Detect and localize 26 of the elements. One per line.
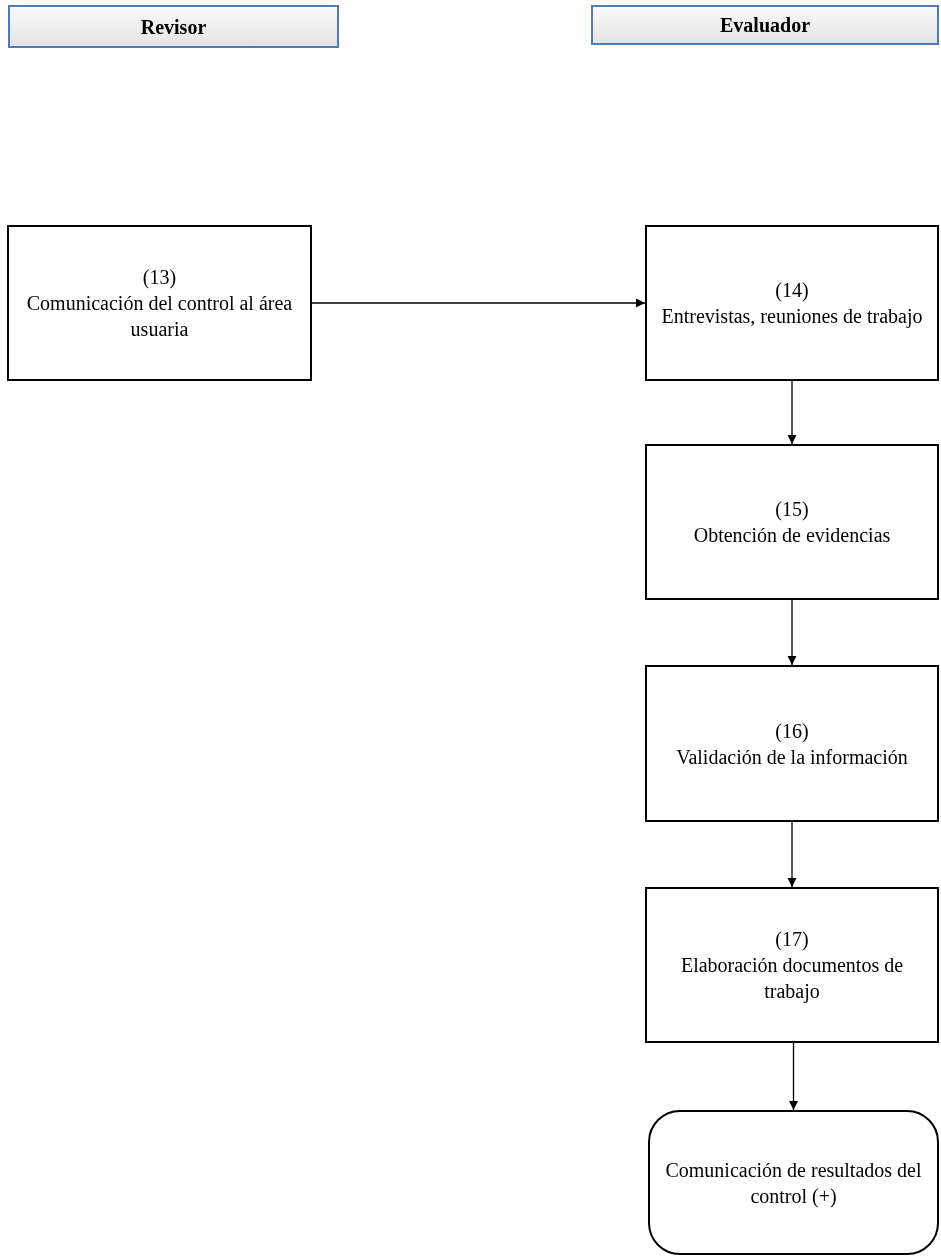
arrow [787,599,797,666]
process-box [645,225,939,381]
lane-title: Revisor [139,14,208,40]
step-label: Obtención de evidencias [692,523,892,548]
process-box [645,444,939,600]
step-label: Comunicación de resultados del control (+) [664,1157,923,1209]
process-box [645,665,939,822]
lane-header [591,5,939,45]
arrow [311,298,646,308]
process-box [645,887,939,1043]
step-number: (17) [774,927,810,952]
step-number: (13) [141,265,178,290]
step-label: Elaboración documentos de trabajo [679,953,905,1004]
step-number: (16) [774,718,810,744]
terminal-box [648,1110,939,1255]
arrow [787,821,797,888]
step-number: (14) [774,278,810,303]
arrow [787,380,797,445]
step-label: Validación de la información [675,744,909,770]
step-label: Entrevistas, reuniones de trabajo [660,304,924,329]
step-number: (15) [774,497,810,522]
arrow [788,1042,799,1111]
process-box [7,225,312,381]
lane-header [8,5,339,48]
lane-title: Evaluador [719,13,811,38]
step-label: Comunicación del control al área usuaria [25,291,294,342]
